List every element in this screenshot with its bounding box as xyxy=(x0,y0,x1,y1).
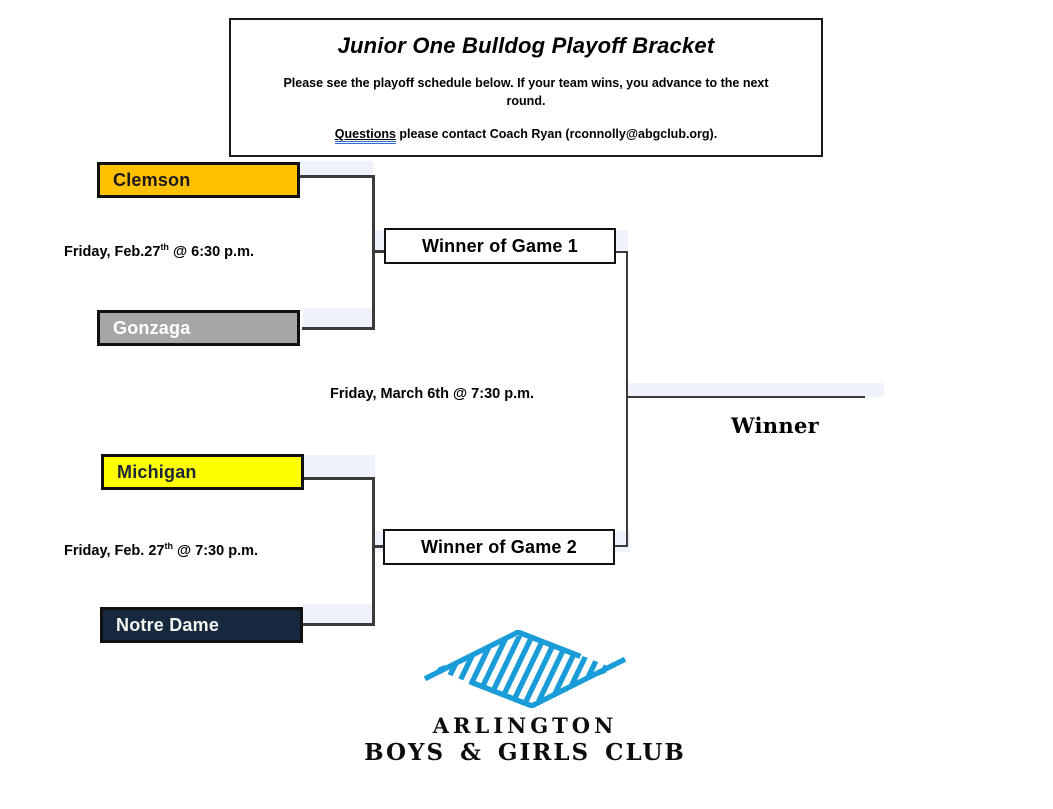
date-time: @ 7:30 p.m. xyxy=(172,543,259,559)
contact-text: please contact Coach Ryan (rconnolly@abg… xyxy=(395,127,718,141)
team-box-clemson: Clemson xyxy=(97,162,300,198)
connector-vertical-bottom xyxy=(372,477,375,626)
connector-notredame xyxy=(302,623,375,626)
date-ordinal: th xyxy=(164,541,173,552)
team-box-michigan: Michigan xyxy=(101,454,304,490)
date-text: Friday, Feb.27 xyxy=(64,244,161,260)
winner-of-game-1-box: Winner of Game 1 xyxy=(384,228,616,264)
connector-michigan xyxy=(303,477,375,480)
team-box-gonzaga: Gonzaga xyxy=(97,310,300,346)
game1-date: Friday, Feb.27th @ 6:30 p.m. xyxy=(64,242,254,260)
connector-gonzaga xyxy=(302,327,375,330)
connector-to-game2 xyxy=(374,545,383,548)
game2-date: Friday, Feb. 27th @ 7:30 p.m. xyxy=(64,541,259,559)
header-box: Junior One Bulldog Playoff Bracket Pleas… xyxy=(229,18,823,157)
connector-vertical-top xyxy=(372,175,375,330)
winner-label: Winner xyxy=(731,413,819,438)
logo-org-type: BOYS & GIRLS CLUB xyxy=(364,739,686,766)
team-name: Michigan xyxy=(117,461,197,482)
club-logo: ARLINGTON BOYS & GIRLS CLUB xyxy=(330,630,720,766)
team-name: Gonzaga xyxy=(113,317,191,338)
final-date: Friday, March 6th @ 7:30 p.m. xyxy=(330,386,535,402)
game-label: Winner of Game 1 xyxy=(421,235,579,256)
connector-vertical-final xyxy=(626,252,628,547)
contact-line: Questions please contact Coach Ryan (rco… xyxy=(231,127,821,144)
intro-text: Please see the playoff schedule below. I… xyxy=(283,76,769,108)
row-band-clemson xyxy=(300,161,373,177)
row-band-gonzaga xyxy=(303,308,373,329)
team-name: Clemson xyxy=(113,169,191,190)
row-band-michigan xyxy=(304,455,375,477)
boys-girls-club-logo-icon xyxy=(423,630,627,708)
date-time: @ 6:30 p.m. xyxy=(168,244,254,260)
final-winner-line xyxy=(627,396,865,398)
connector-game1-right xyxy=(616,251,628,253)
winner-of-game-2-box: Winner of Game 2 xyxy=(383,529,615,565)
date-ordinal: th xyxy=(160,242,169,253)
game-label: Winner of Game 2 xyxy=(420,536,578,557)
connector-game2-right xyxy=(615,545,628,547)
date-text: Friday, Feb. 27 xyxy=(64,543,165,559)
team-name: Notre Dame xyxy=(116,614,220,635)
row-band-notredame xyxy=(303,604,375,624)
row-band-final xyxy=(627,383,884,397)
page-title: Junior One Bulldog Playoff Bracket xyxy=(337,33,715,58)
logo-org-name: ARLINGTON xyxy=(432,713,618,738)
connector-clemson xyxy=(298,175,375,178)
questions-link: Questions xyxy=(334,127,396,144)
team-box-notre-dame: Notre Dame xyxy=(100,607,303,643)
connector-to-game1 xyxy=(374,250,384,253)
